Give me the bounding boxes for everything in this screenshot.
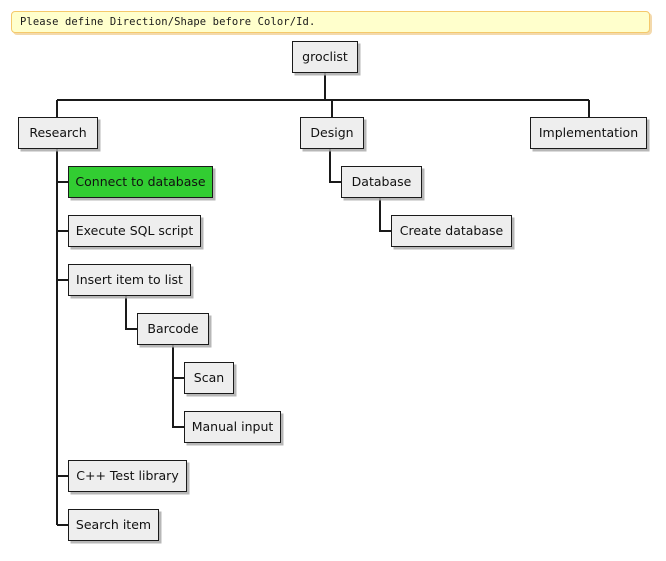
edge-barcode-to-scan [172,345,184,379]
node-label-connect-db: Connect to database [75,173,206,189]
node-manual-input[interactable]: Manual input [184,411,281,443]
node-label-exec-sql: Execute SQL script [75,222,194,238]
node-label-barcode: Barcode [147,320,199,336]
notice-banner: Please define Direction/Shape before Col… [11,11,650,33]
node-label-database: Database [351,173,412,189]
node-label-research: Research [29,124,87,140]
edge-design-to-database [329,149,341,183]
node-label-implementation: Implementation [538,124,639,140]
notice-text: Please define Direction/Shape before Col… [20,16,316,28]
node-label-search-item: Search item [75,516,152,532]
node-create-db[interactable]: Create database [391,215,512,247]
edge-database-to-create-db [379,198,391,232]
node-label-design: Design [310,124,354,140]
edge-groclist-to-research [56,73,589,117]
edge-barcode-to-manual-input [172,378,184,428]
node-label-groclist: groclist [302,48,348,64]
node-connect-db[interactable]: Connect to database [68,166,213,198]
edge-insert-item-to-barcode [125,296,137,330]
node-scan[interactable]: Scan [184,362,234,394]
node-label-cpp-test: C++ Test library [76,467,179,483]
node-search-item[interactable]: Search item [68,509,159,541]
node-research[interactable]: Research [18,117,98,149]
node-barcode[interactable]: Barcode [137,313,209,345]
node-groclist[interactable]: groclist [292,41,358,73]
node-implementation[interactable]: Implementation [530,117,647,149]
node-insert-item[interactable]: Insert item to list [68,264,191,296]
node-label-manual-input: Manual input [191,418,274,434]
node-label-scan: Scan [193,369,225,385]
node-design[interactable]: Design [300,117,364,149]
node-cpp-test[interactable]: C++ Test library [68,460,187,492]
node-label-insert-item: Insert item to list [76,271,183,287]
node-database[interactable]: Database [341,166,422,198]
node-label-create-db: Create database [399,222,504,238]
node-exec-sql[interactable]: Execute SQL script [68,215,201,247]
